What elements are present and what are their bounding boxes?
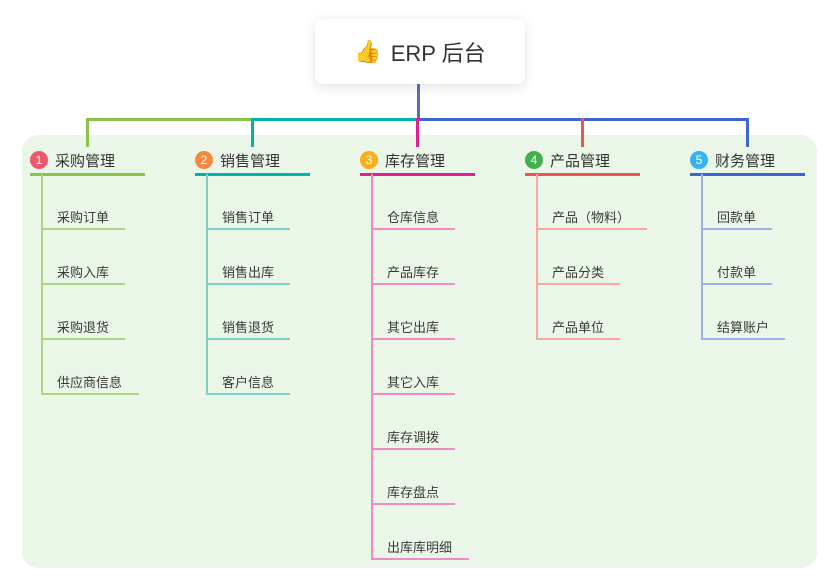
child-label: 销售订单 [222,210,275,225]
root-connector-line [417,84,420,120]
child-node[interactable]: 结算账户 [701,314,785,340]
child-label: 库存调拨 [387,430,440,445]
child-tree-line [701,174,703,340]
child-node[interactable]: 仓库信息 [371,204,455,230]
child-node[interactable]: 销售订单 [206,204,290,230]
branch-badge: 3 [360,151,378,169]
child-tree-line [371,174,373,560]
connector-bus-segment [252,118,418,121]
branch-node-1[interactable]: 1 采购管理 [30,147,145,176]
child-node[interactable]: 供应商信息 [41,369,139,395]
child-label: 采购订单 [57,210,110,225]
child-label: 产品库存 [387,265,440,280]
child-node[interactable]: 客户信息 [206,369,290,395]
child-label: 出库库明细 [387,540,453,555]
child-node[interactable]: 销售出库 [206,259,290,285]
branch-node-4[interactable]: 4 产品管理 [525,147,640,176]
child-node[interactable]: 回款单 [701,204,772,230]
child-label: 销售出库 [222,265,275,280]
thumbs-up-icon: 👍 [354,38,382,64]
child-node[interactable]: 出库库明细 [371,534,469,560]
child-node[interactable]: 销售退货 [206,314,290,340]
child-node[interactable]: 产品（物料） [536,204,647,230]
branch-label: 销售管理 [220,152,281,170]
connector-drop-line [581,118,584,147]
connector-drop-line [746,118,749,147]
child-node[interactable]: 其它入库 [371,369,455,395]
child-label: 采购退货 [57,320,110,335]
root-node[interactable]: 👍 ERP 后台 [315,19,525,84]
branch-badge: 1 [30,151,48,169]
connector-drop-line [86,118,89,147]
child-node[interactable]: 采购入库 [41,259,125,285]
child-label: 客户信息 [222,375,275,390]
branch-label: 采购管理 [55,152,116,170]
branch-label: 财务管理 [715,152,776,170]
connector-bus-segment [87,118,252,121]
branches-panel [22,135,817,568]
connector-drop-line [251,118,254,147]
branch-badge: 4 [525,151,543,169]
child-label: 其它出库 [387,320,440,335]
child-label: 采购入库 [57,265,110,280]
child-node[interactable]: 产品单位 [536,314,620,340]
child-node[interactable]: 库存调拨 [371,424,455,450]
child-node[interactable]: 库存盘点 [371,479,455,505]
child-node[interactable]: 采购订单 [41,204,125,230]
branch-node-2[interactable]: 2 销售管理 [195,147,310,176]
connector-drop-line [416,118,419,147]
child-label: 结算账户 [717,320,770,335]
child-node[interactable]: 采购退货 [41,314,125,340]
branch-label: 产品管理 [550,152,611,170]
branch-badge: 5 [690,151,708,169]
child-label: 仓库信息 [387,210,440,225]
child-node[interactable]: 其它出库 [371,314,455,340]
branch-label: 库存管理 [385,152,446,170]
child-label: 产品（物料） [552,210,631,225]
root-label: ERP 后台 [390,40,486,66]
child-label: 销售退货 [222,320,275,335]
branch-node-3[interactable]: 3 库存管理 [360,147,475,176]
child-label: 供应商信息 [57,375,123,390]
child-node[interactable]: 付款单 [701,259,772,285]
child-label: 产品单位 [552,320,605,335]
branch-badge: 2 [195,151,213,169]
child-label: 库存盘点 [387,485,440,500]
child-tree-line [536,174,538,340]
child-label: 回款单 [717,210,757,225]
child-node[interactable]: 产品分类 [536,259,620,285]
child-label: 付款单 [717,265,757,280]
child-node[interactable]: 产品库存 [371,259,455,285]
child-label: 其它入库 [387,375,440,390]
branch-node-5[interactable]: 5 财务管理 [690,147,805,176]
child-label: 产品分类 [552,265,605,280]
